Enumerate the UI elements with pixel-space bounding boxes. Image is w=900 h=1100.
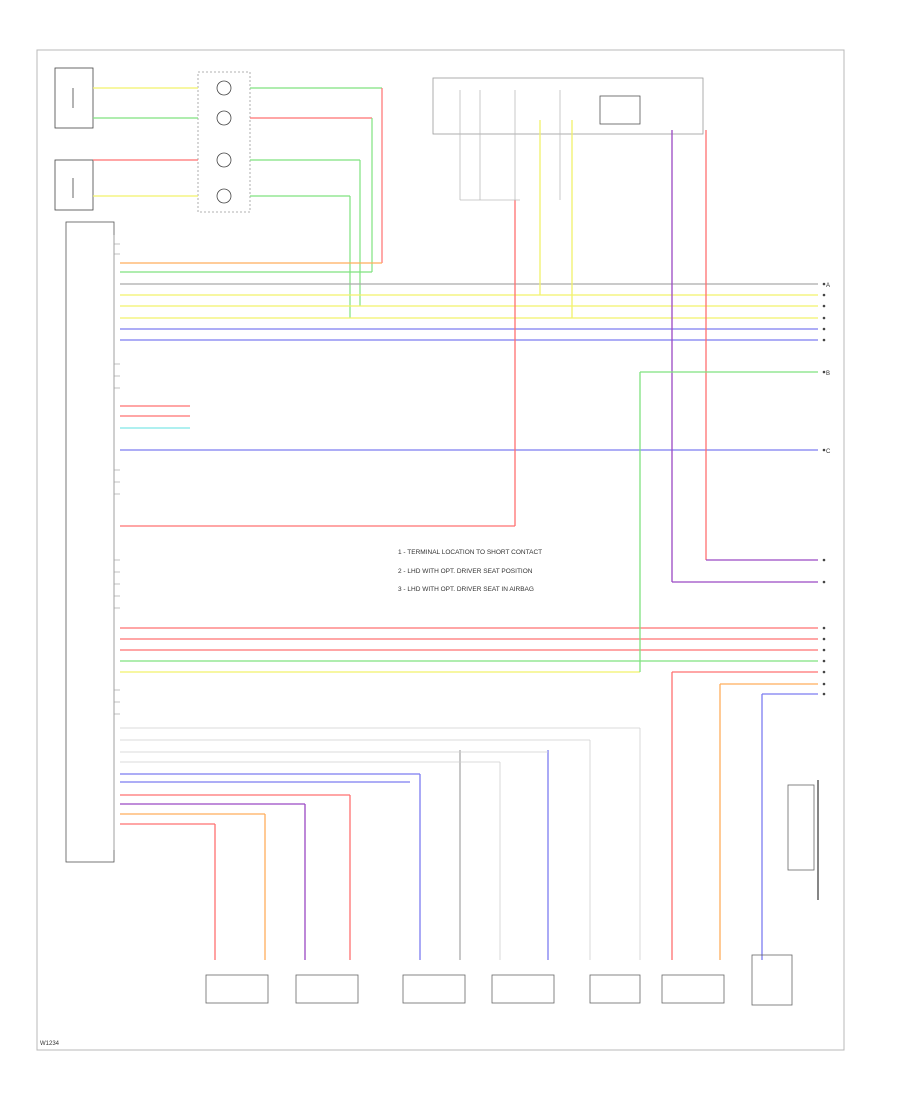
steering-switch-group [54, 67, 251, 213]
bottom-gray-wires [120, 727, 641, 960]
relay-box [599, 95, 641, 125]
footer-code: W1234 [40, 1041, 60, 1047]
cruise-switch-box [54, 159, 94, 211]
clock-spring-wires [93, 87, 383, 318]
seat-weight-box [787, 784, 815, 871]
srs-unit-pins [114, 243, 120, 715]
bottom-components [205, 784, 815, 1006]
connector-tag-b: B [826, 371, 830, 377]
srs-unit [65, 221, 115, 863]
front-pass-buckle-box [205, 974, 269, 1004]
connector-tag-c: C [826, 449, 831, 455]
diagram-frame [36, 49, 845, 1051]
front-impact-box [661, 974, 725, 1004]
note-1: 1 - TERMINAL LOCATION TO SHORT CONTACT [398, 549, 542, 556]
fuse-box [432, 77, 704, 135]
connector-tag-a: A [826, 283, 830, 289]
driver-buckle-box [295, 974, 359, 1004]
srs-unit-box [65, 221, 115, 863]
note-3: 3 - LHD WITH OPT. DRIVER SEAT IN AIRBAG [398, 586, 534, 593]
seat-position-box [402, 974, 466, 1004]
driver-side-sensor-box [589, 974, 641, 1004]
note-2: 2 - LHD WITH OPT. DRIVER SEAT POSITION [398, 568, 533, 575]
horn-switch-box [54, 67, 94, 129]
occupant-sensor-box [491, 974, 555, 1004]
fuse-leads [459, 90, 561, 201]
driver-impact-box [751, 954, 793, 1006]
clock-spring-box [197, 71, 251, 213]
fuse-box-group [432, 77, 704, 135]
right-terminals [822, 282, 826, 696]
vertical-wires [214, 120, 819, 960]
bus-wires [120, 262, 818, 825]
